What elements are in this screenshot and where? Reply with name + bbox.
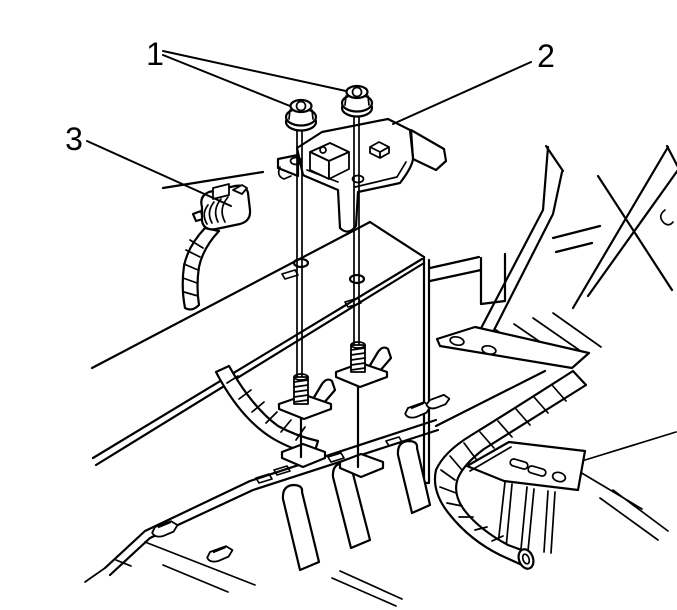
lower-rail-lower-edge [108,428,440,577]
body-brace-right-inner [586,169,677,298]
tunnel-leg-lines [497,481,556,554]
beam-front-top-edge [91,257,426,467]
anchor-slot-1 [509,458,529,470]
connector-tab [212,183,230,200]
floor-clip-3 [404,401,432,419]
floor-clip-1 [151,520,179,538]
plate-oval-hole-1 [449,335,465,347]
anchor-slot-3 [551,471,567,483]
flange-nut-right [340,84,374,118]
beam-hole-right [348,273,366,285]
body-brace-left-cap [544,144,565,173]
rail-notch [479,252,507,306]
mounting-holes [281,156,366,308]
beam-slot-marks [281,269,362,308]
upper-rail-lines [428,224,602,283]
body-brace-right-outer [571,145,670,310]
callout-1-leader-a [162,54,291,107]
stud-right-lower [334,341,393,479]
bracket-hole-left [289,156,303,166]
lower-rail-right-stub [434,369,547,428]
floor-rib-3 [396,439,432,515]
tube-open-end [517,548,535,570]
plate-oval-hole-2 [481,344,497,356]
stud-left-threads [293,379,309,403]
harness-wrap-marks [226,375,306,441]
stud-left-thread-top [293,373,309,381]
bracket-right-wing [409,128,448,172]
callout-3-leader [86,140,232,207]
callout-3: 3 [65,121,232,207]
rail-edge-behind-connector [161,170,265,190]
callout-2-leader [392,61,532,125]
floor-lines-bottom-center [331,570,403,607]
anchor-plate-rim [469,446,512,472]
reinforcement-plate [435,325,591,370]
bracket-left-wing-hook [277,166,292,180]
brace-hook-detail [659,209,674,226]
flange-nut-left [284,98,318,132]
tube-ring-marks [439,384,567,542]
harness-connector [181,183,252,311]
callout-2-label: 2 [537,38,555,74]
callout-1-leader-b [162,50,347,92]
nut-left-bore [295,100,307,112]
anchor-plate [465,440,587,492]
beam-back-top-edge [90,220,372,370]
connector-ridges [203,196,229,225]
stud-left-lower [277,373,337,469]
nut-left-hex-facets [288,109,314,120]
cable-wrap-marks [182,239,204,297]
body-brace-left-inner [488,170,564,340]
sensor-bracket [276,117,448,233]
rail-slots [255,436,403,484]
callout-1-label: 1 [146,36,164,72]
tube-end-bore [521,553,531,565]
stud-right-base [338,452,385,479]
callout-3-label: 3 [65,121,83,157]
lower-rail-upper-edge [103,418,438,570]
beam-end-top-edge [368,220,426,259]
stud-left-retainer-wing [311,378,337,406]
bracket-hole-right [351,174,365,184]
floor-rib-1 [281,483,321,572]
sensor-box-rivet [319,146,327,154]
anchor-slot-2 [527,465,547,477]
beam-hole-left [292,257,310,269]
floor-clip-4 [425,393,451,410]
floor-clip-2 [206,545,234,563]
callout-1: 1 [146,36,347,107]
convoluted-harness-tube [433,369,588,570]
beam-end-verticals [422,255,431,485]
sensor-box-side [328,151,350,180]
stud-right-thread-top [350,341,366,349]
nut-right-hex-facets [344,95,370,106]
stud-right-retainer-wing [367,346,393,374]
body-side-edge [596,174,674,292]
floor-hatch-lines-bottom-right [579,431,677,541]
harness-loop-under-beam [214,364,320,456]
stud-right-threads [350,347,366,371]
connector-cable [181,226,221,311]
floor-pan [84,369,677,607]
nut-right-bore [351,86,363,98]
body-brace-right-cap [665,144,677,168]
body-brace-left-outer [475,145,550,338]
connector-latch [232,184,248,195]
floor-panel-folds [84,541,256,593]
callout-2: 2 [392,38,555,125]
mounting-studs-upper [296,108,360,378]
bracket-left-wing [276,153,300,178]
bracket-terminal-block [369,141,390,159]
stud-left-base [280,442,327,469]
